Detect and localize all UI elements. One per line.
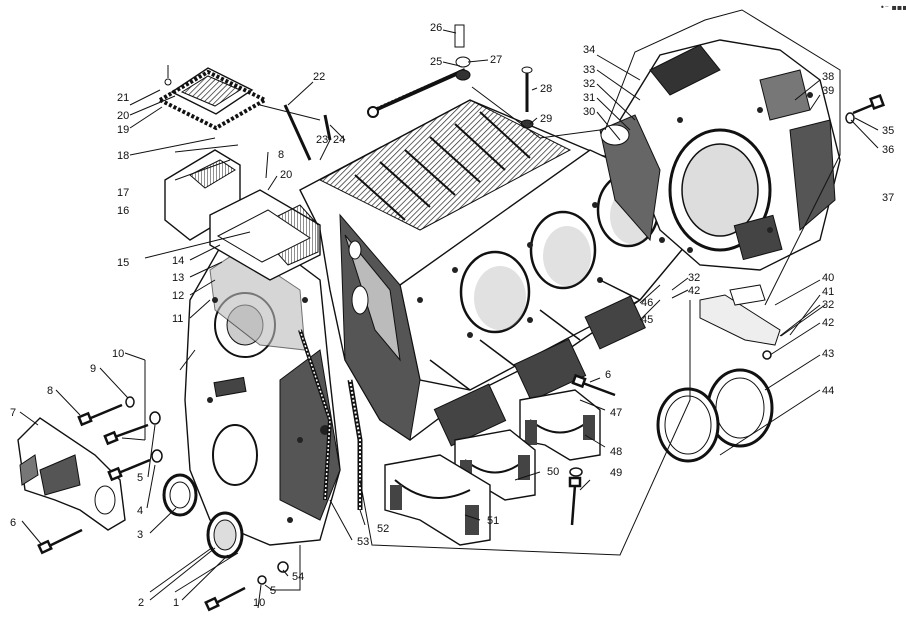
callout-11: 11 [172,313,183,325]
callout-45: 45 [641,314,653,326]
corner-mark: •⁻ ▪▪▪ [880,3,906,12]
callout-10: 10 [112,348,124,360]
callout-31: 31 [583,92,595,104]
callout-33: 33 [583,64,595,76]
bearing-caps [384,389,601,546]
callout-12: 12 [172,290,184,302]
engine-mount-bracket [17,417,126,531]
callout-50: 50 [547,466,559,478]
callout-27: 27 [490,54,502,66]
callout-5: 5 [137,472,143,484]
callout-22: 22 [313,71,325,83]
callout-9: 9 [90,363,96,375]
grouping-lines [144,9,841,593]
callout-54: 54 [292,571,304,583]
callout-39: 39 [822,85,834,97]
callout-42b: 42 [688,285,700,297]
callout-16: 16 [117,205,129,217]
rear-seals [656,368,774,463]
leader-lines [19,29,879,609]
callout-23: 23 [316,134,328,146]
callout-42a: 42 [822,317,834,329]
callout-25: 25 [430,56,442,68]
callout-10b: 10 [253,597,265,609]
callout-47: 47 [610,407,622,419]
flywheel-housing [599,39,841,271]
callout-35: 35 [882,125,894,137]
callout-14: 14 [172,255,184,267]
callout-49: 49 [610,467,622,479]
callout-32b: 32 [688,272,700,284]
callout-40: 40 [822,272,834,284]
callout-labels: 1 2 3 4 5 6 7 8 9 10 11 12 13 14 15 16 1… [10,3,906,609]
callout-28: 28 [540,83,552,95]
studs [283,72,529,161]
rod-assembly [367,24,471,118]
callout-52: 52 [377,523,389,535]
callout-6b: 6 [605,369,611,381]
callout-46: 46 [641,297,653,309]
crankcase-block [299,99,691,447]
callout-1: 1 [173,597,179,609]
timing-cover [184,229,341,546]
callout-20: 20 [117,110,129,122]
callout-37: 37 [882,192,894,204]
callout-36: 36 [882,144,894,156]
cylinder-bores [459,172,660,334]
callout-8b: 8 [278,149,284,161]
cover-plate [699,294,781,346]
callout-21: 21 [117,92,129,104]
callout-17: 17 [117,187,129,199]
front-seals [162,473,244,559]
callout-2: 2 [138,597,144,609]
top-cover-and-gasket [155,65,270,131]
callout-4: 4 [137,505,143,517]
callout-20b: 20 [280,169,292,181]
callout-8: 8 [47,385,53,397]
callout-32c: 32 [822,299,834,311]
breather-housing [164,149,321,281]
callout-3: 3 [137,529,143,541]
callout-53: 53 [357,536,369,548]
callout-6: 6 [10,517,16,529]
gasket-strips [298,329,363,510]
callout-30: 30 [583,106,595,118]
callout-51: 51 [487,515,499,527]
callout-43: 43 [822,348,834,360]
callout-34: 34 [583,44,595,56]
callout-29: 29 [540,113,552,125]
bolts [37,93,886,612]
callout-13: 13 [172,272,184,284]
callout-48: 48 [610,446,622,458]
callout-7: 7 [10,407,16,419]
callout-19: 19 [117,124,129,136]
callout-32a: 32 [583,78,595,90]
callout-44: 44 [822,385,834,397]
callout-15: 15 [117,257,129,269]
callout-18: 18 [117,150,129,162]
callout-24: 24 [333,134,345,146]
callout-41: 41 [822,286,834,298]
callout-26: 26 [430,22,442,34]
callout-5b: 5 [270,585,276,597]
callout-38: 38 [822,71,834,83]
